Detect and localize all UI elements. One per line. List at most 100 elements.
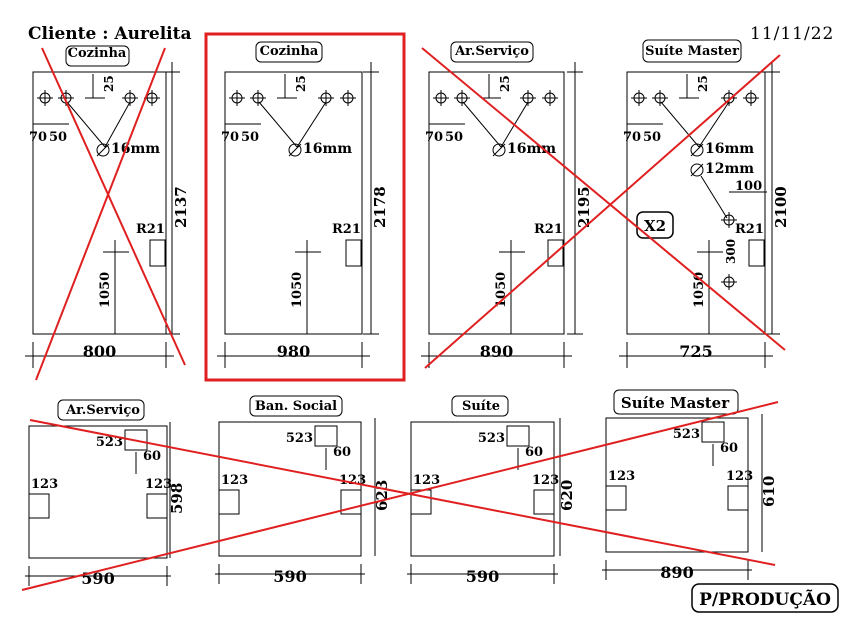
crosshair-hole-icon	[631, 90, 647, 106]
panel-label: Cozinha	[68, 46, 127, 61]
crosshair-hole-icon	[229, 90, 245, 106]
panel-label-frame	[255, 41, 323, 63]
diameter-icon	[288, 143, 302, 157]
right-dim-label: 123	[532, 473, 559, 488]
diameter-slash	[690, 143, 704, 157]
crosshair-hole-icon	[743, 90, 759, 106]
panel-label-box: Suíte	[462, 399, 500, 414]
panel-outline	[224, 71, 363, 335]
crosshair-hole-icon	[122, 90, 138, 106]
right-socket-outline	[146, 493, 168, 519]
dim-100-label: 100	[735, 179, 762, 194]
left-socket-outline	[28, 493, 50, 519]
panel-outline	[28, 425, 168, 559]
leader-line	[66, 101, 106, 148]
radius-label: R21	[534, 222, 563, 237]
panel-label: Cozinha	[260, 44, 319, 59]
gap-label: 25	[294, 75, 308, 92]
production-note: P/PRODUÇÃO	[691, 583, 839, 613]
outlet-height-label: 1050	[98, 272, 113, 308]
dim-60-label: 60	[333, 445, 351, 460]
diameter-icon	[492, 143, 506, 157]
height-label: 623	[373, 480, 391, 511]
diameter-slash	[492, 143, 506, 157]
crosshair-hole-icon	[721, 212, 737, 228]
panel-label-box: Suíte Master	[645, 44, 739, 59]
top-dim-label: 523	[478, 431, 505, 446]
panel-outline	[626, 71, 766, 335]
panel-label: Ar.Serviço	[454, 44, 529, 59]
cross-out-line	[21, 401, 779, 591]
panel-label-frame	[57, 399, 145, 421]
socket-outline	[149, 239, 166, 267]
dim-60-label: 60	[525, 445, 543, 460]
socket-outline	[547, 239, 564, 267]
radius-label: R21	[136, 222, 165, 237]
top-dim-label: 523	[673, 427, 700, 442]
top-socket-outline	[701, 421, 725, 443]
crosshair-hole-icon	[37, 90, 53, 106]
leader-line	[660, 101, 700, 148]
width-label: 890	[660, 563, 693, 582]
diameter-circle	[288, 143, 302, 157]
height-label: 2195	[575, 186, 593, 228]
right-socket-outline	[727, 485, 749, 511]
client-title: Cliente : Aurelita	[28, 24, 192, 44]
offset-label-50: 50	[643, 130, 661, 145]
panel-label-frame	[613, 389, 739, 415]
offset-label-50: 50	[241, 130, 259, 145]
panel-label: Ar.Serviço	[65, 403, 140, 418]
outlet-height-label: 1050	[494, 272, 509, 308]
width-label: 980	[277, 342, 310, 361]
height-label: 598	[168, 483, 186, 514]
panel-label: Suíte Master	[621, 394, 730, 412]
diameter-circle	[492, 143, 506, 157]
offset-label-50: 50	[49, 130, 67, 145]
hole-diameter-label: 16mm	[705, 141, 754, 157]
panel-outline	[32, 71, 167, 335]
hole-diameter-label: 16mm	[507, 141, 556, 157]
height-label: 2178	[371, 186, 389, 228]
gap-label: 25	[102, 75, 116, 92]
leader-line	[462, 101, 502, 148]
diameter-circle	[690, 163, 704, 177]
left-dim-label: 123	[221, 473, 248, 488]
hole-diameter-label-2: 12mm	[705, 161, 754, 177]
offset-label-70: 70	[221, 130, 239, 145]
height-label: 2100	[772, 186, 790, 228]
hole-diameter-label: 16mm	[111, 141, 160, 157]
width-label: 590	[273, 567, 306, 586]
crosshair-hole-icon	[318, 90, 334, 106]
outlet-height-label: 1050	[692, 272, 707, 308]
leader-line	[700, 175, 728, 219]
crosshair-hole-icon	[144, 90, 160, 106]
crosshair-hole-icon	[250, 90, 266, 106]
hole-diameter-label: 16mm	[303, 141, 352, 157]
date-label: 11/11/22	[750, 24, 835, 44]
top-socket-outline	[506, 425, 530, 447]
height-label: 620	[558, 480, 576, 511]
right-dim-label: 123	[726, 469, 753, 484]
crosshair-hole-icon	[542, 90, 558, 106]
production-note-frame	[691, 583, 839, 613]
width-label: 590	[466, 567, 499, 586]
multiplier-label: X2	[644, 217, 666, 235]
selected-panel-frame	[204, 32, 406, 382]
width-label: 890	[480, 342, 513, 361]
socket-outline	[748, 239, 765, 267]
diameter-icon	[690, 163, 704, 177]
height-label: 610	[760, 476, 778, 507]
width-label: 725	[679, 342, 712, 361]
panel-label-box: Ar.Serviço	[454, 44, 529, 59]
gap-label: 25	[696, 75, 710, 92]
left-dim-label: 123	[413, 473, 440, 488]
panel-label-box: Suíte Master	[621, 394, 730, 412]
offset-label-70: 70	[623, 130, 641, 145]
